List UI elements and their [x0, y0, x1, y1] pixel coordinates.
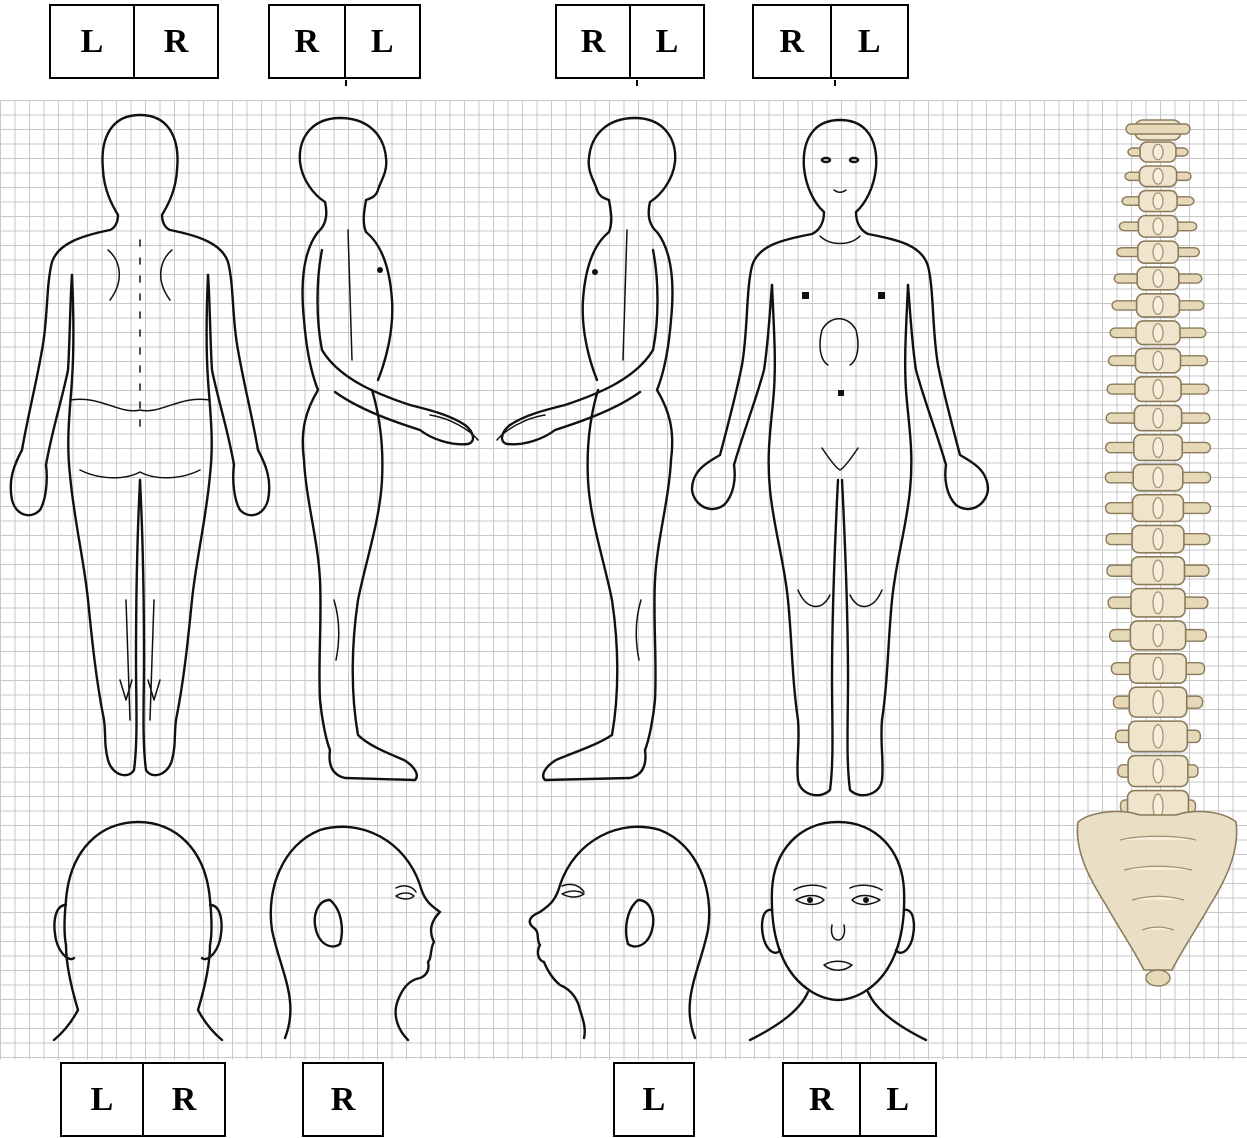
spinous-process [1153, 657, 1163, 680]
spinous-process [1153, 560, 1163, 581]
spinous-process [1153, 218, 1163, 235]
body-front-figure [692, 120, 988, 795]
spinous-process [1153, 296, 1163, 314]
spinous-process [1153, 324, 1163, 342]
spine-illustration [1077, 120, 1236, 986]
body-back-figure [11, 115, 270, 775]
spinous-process [1153, 144, 1163, 159]
spinous-process [1153, 467, 1163, 487]
spinous-process [1153, 498, 1163, 519]
spinous-process [1153, 351, 1163, 370]
spinous-process [1153, 193, 1163, 209]
spinous-process [1153, 691, 1163, 714]
head-right-side-figure [271, 827, 440, 1040]
spinous-process [1153, 592, 1163, 614]
spinous-process [1153, 759, 1163, 783]
body-left-side-figure [497, 118, 675, 780]
body-right-side-figure [300, 118, 478, 780]
spinous-process [1153, 529, 1163, 550]
head-back-figure [54, 822, 222, 1040]
spinous-process [1153, 380, 1163, 399]
spinous-process [1153, 168, 1163, 184]
spinous-process [1153, 725, 1163, 748]
spinous-process [1153, 408, 1163, 427]
head-left-side-figure [530, 827, 709, 1038]
spinous-process [1153, 244, 1163, 261]
spinous-process [1153, 624, 1163, 646]
head-front-figure [750, 822, 926, 1040]
spinous-process [1153, 270, 1163, 287]
spinous-process [1153, 438, 1163, 458]
